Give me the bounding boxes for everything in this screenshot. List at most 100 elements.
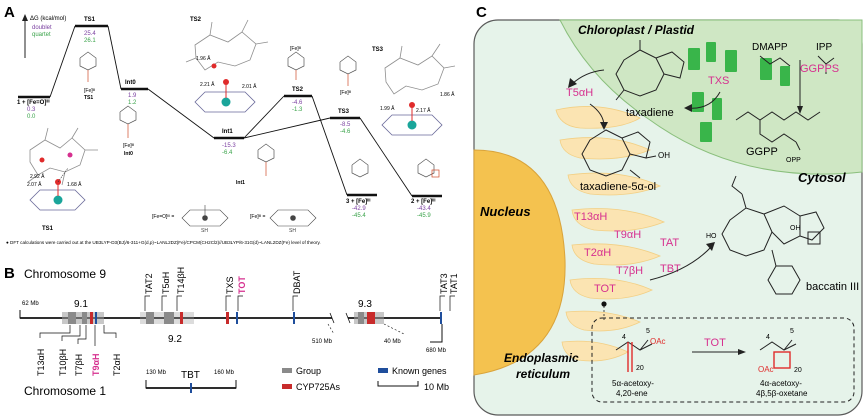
feo-porphyrin-icon: SH	[181, 205, 229, 234]
legend-known-swatch	[378, 368, 388, 373]
tat-label: TAT	[660, 237, 679, 249]
state-int1-quartet: -6.4	[222, 150, 233, 156]
txs-arrow-icon	[684, 104, 692, 112]
ts1-3d-structure: 2.92 Å 2.07 Å 1.68 Å TS1	[27, 127, 98, 232]
inset-right-5: 5	[790, 328, 794, 335]
ts3-fe-label: [Fe]ᴵᴵᴵ	[340, 90, 351, 96]
chr1-start-arrow-icon	[145, 380, 154, 389]
int1-structure-label: Int1	[236, 180, 245, 186]
top-gene-ticks	[144, 295, 455, 311]
chromosome-9-title: Chromosome 9	[24, 267, 106, 281]
to-baccatin-arrow-icon	[706, 242, 715, 251]
state-p3-name: 3 + [Fe]ᴵᴵᴵ	[346, 198, 370, 205]
state-ts3-name: TS3	[338, 109, 350, 115]
ts2-fe-atom-icon	[221, 97, 231, 107]
region-9-3-label: 9.3	[358, 299, 372, 310]
legend-group-label: Group	[296, 366, 321, 376]
svg-text:SH: SH	[201, 228, 208, 234]
ts3-distance-a: 1.99 Å	[380, 105, 395, 112]
gene-dbat: DBAT	[292, 270, 302, 294]
state-ts1-doublet: 25.4	[84, 31, 96, 37]
nucleus-compartment	[473, 149, 566, 376]
chromosome-9-break	[332, 314, 348, 322]
ggpp-structure	[735, 111, 821, 151]
feo-definition-label: [Fe=O]ᴵᴵᴵ =	[152, 214, 174, 220]
energy-levels	[18, 24, 442, 198]
inset-left-structure	[615, 339, 653, 372]
opp-label: OPP	[786, 157, 801, 164]
ts2-3d-structure: 1.96 Å 2.21 Å 2.01 Å TS2	[185, 17, 269, 113]
state-ts1-quartet: 26.1	[84, 38, 96, 44]
t2ah-label: T2αH	[584, 247, 611, 259]
state-p3-quartet: -45.4	[352, 213, 366, 219]
ts1-distance-c: 1.68 Å	[67, 181, 82, 188]
inset-arrow-icon	[738, 349, 746, 355]
taxadienol-oh: OH	[658, 151, 670, 160]
ts2-fe-label: [Fe]ᴵᴵᴵ	[290, 46, 301, 52]
energy-axis-label: ΔG (kcal/mol)	[30, 16, 66, 22]
dft-footnote: ● DFT calculations were carried out at t…	[6, 240, 321, 245]
panel-b: B Chromosome 9 62 Mb 9.1 9.2 9.3	[4, 265, 459, 398]
gene-t13ah: T13αH	[36, 349, 46, 376]
legend-known-label: Known genes	[392, 366, 447, 376]
state-ts2-quartet: -1.3	[292, 107, 303, 113]
coord-end-arrow-icon	[430, 324, 443, 343]
legend-cyp-label: CYP725As	[296, 382, 341, 392]
inset-left-oac: OAc	[650, 337, 666, 346]
taxadienol-label: taxadiene-5α-ol	[580, 181, 656, 193]
ts1-top-label: TS1	[84, 95, 93, 101]
inset-left-20: 20	[636, 365, 644, 372]
baccatin-structure	[721, 175, 825, 295]
int1-structure	[257, 143, 275, 176]
panel-a-label: A	[4, 4, 15, 21]
inset-left-name-2: 4,20-ene	[616, 389, 648, 398]
ts2-small-structure	[287, 51, 305, 80]
inset-left-5: 5	[646, 328, 650, 335]
int0-structure-label: Int0	[124, 151, 133, 157]
fe-porphyrin-icon: SH	[269, 209, 317, 234]
group-block-2	[82, 312, 87, 324]
t5ah-label: T5αH	[566, 87, 593, 99]
gene-tat3: TAT3	[439, 273, 449, 294]
gene-t7bh: T7βH	[74, 354, 84, 376]
coord-end-b: 680 Mb	[426, 348, 447, 354]
legend-cyp-swatch	[282, 384, 292, 389]
known-block-dbat	[293, 312, 295, 324]
enzyme-glyphs-icon	[688, 42, 790, 142]
panel-a: A ΔG (kcal/mol) doublet quartet 1 + [	[4, 4, 455, 245]
ts3-distance-b: 2.17 Å	[416, 107, 431, 114]
legend-group-swatch	[282, 368, 292, 373]
state-ts2-doublet: -4.6	[292, 100, 303, 106]
zoom-dashes	[327, 323, 405, 335]
coord-start: 62 Mb	[22, 301, 39, 307]
ts1-fe-atom-icon	[53, 195, 63, 205]
state-start-quartet: 0.0	[27, 114, 36, 120]
tot-marker-icon	[601, 301, 607, 307]
tot-label: TOT	[594, 283, 616, 295]
gene-t10bh: T10βH	[58, 349, 68, 376]
tot-inset-box	[591, 317, 855, 403]
known-block-tbt	[190, 383, 192, 393]
group-block-1	[68, 312, 76, 324]
ts2-structure-label: TS2	[190, 17, 202, 23]
state-int1-name: Int1	[222, 129, 233, 135]
ts1-fe-label: [Fe]ᴵᴵᴵ	[84, 88, 95, 94]
state-int0-doublet: 1.9	[128, 93, 137, 99]
int0-fe-label: [Fe]ᴵᴵᴵ	[123, 143, 134, 149]
to-baccatin-arrow	[649, 245, 713, 281]
known-block-tot	[236, 312, 238, 324]
ts1-top-structure	[79, 51, 97, 82]
panel-c: C Chloroplast / Plastid Cytosol Nucleus …	[473, 4, 863, 416]
legend-doublet: doublet	[32, 25, 52, 31]
state-ts3-quartet: -4.6	[340, 129, 351, 135]
state-p2-name: 2 + [Fe]ᴵᴵᴵ	[411, 198, 435, 205]
energy-axis-arrow-icon	[22, 14, 28, 21]
inset-right-oac: OAc	[758, 365, 774, 374]
panel-b-label: B	[4, 265, 15, 282]
plastid-label: Chloroplast / Plastid	[578, 23, 695, 37]
dmapp-ipp-structure	[759, 55, 835, 74]
state-int1-doublet: -15.3	[222, 143, 236, 149]
scale-bar	[377, 381, 419, 387]
ts1-bottom-label: TS1	[42, 226, 54, 232]
